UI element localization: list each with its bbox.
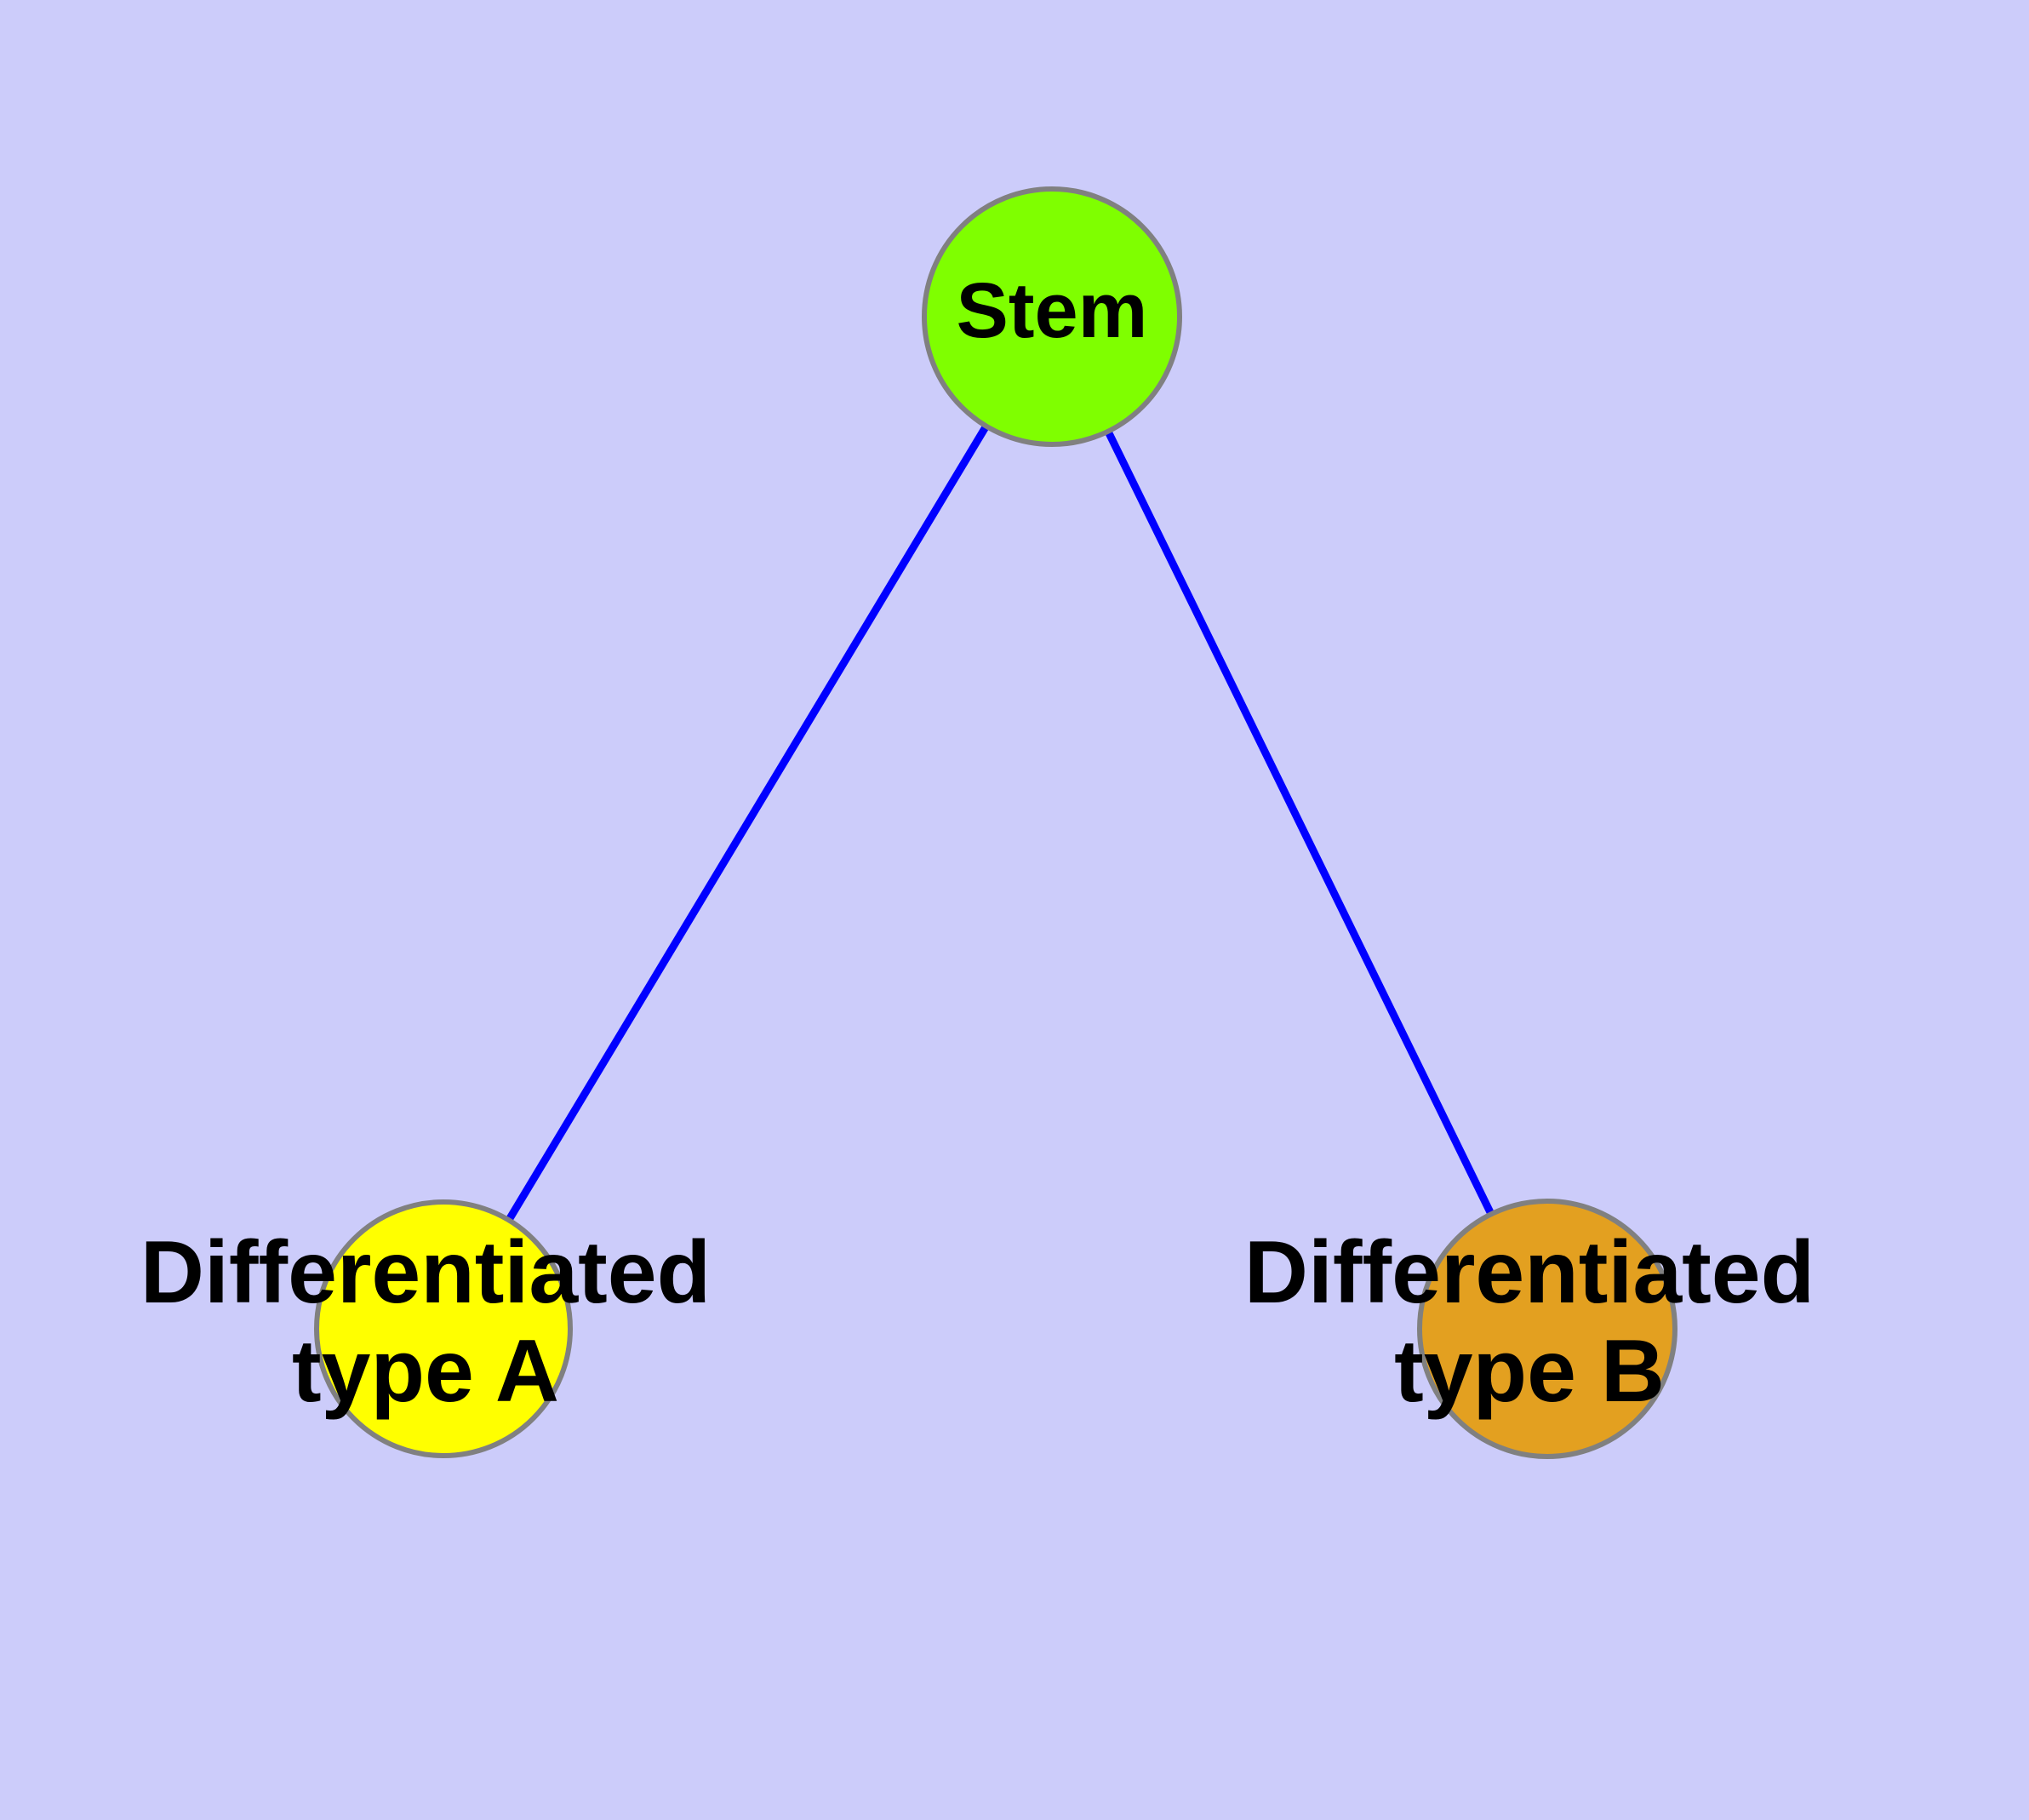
graph-node-stem[interactable] xyxy=(922,186,1182,447)
nodes-layer xyxy=(314,186,1677,1459)
edges-layer xyxy=(440,314,1552,1331)
node-label-line: type A xyxy=(292,1322,559,1421)
node-label-stem: Stem xyxy=(957,267,1148,354)
node-label-line: Differentiated xyxy=(1244,1223,1815,1322)
node-label-line: Stem xyxy=(957,267,1148,354)
graph-edge-stem-to-diff-a[interactable] xyxy=(440,314,1055,1331)
node-label-line: Differentiated xyxy=(140,1223,711,1322)
graph-node-diff-b[interactable] xyxy=(1417,1199,1677,1459)
graph-edge-stem-to-diff-b[interactable] xyxy=(1048,315,1552,1331)
node-label-line: type B xyxy=(1394,1322,1665,1421)
graph-node-diff-a[interactable] xyxy=(314,1199,573,1458)
